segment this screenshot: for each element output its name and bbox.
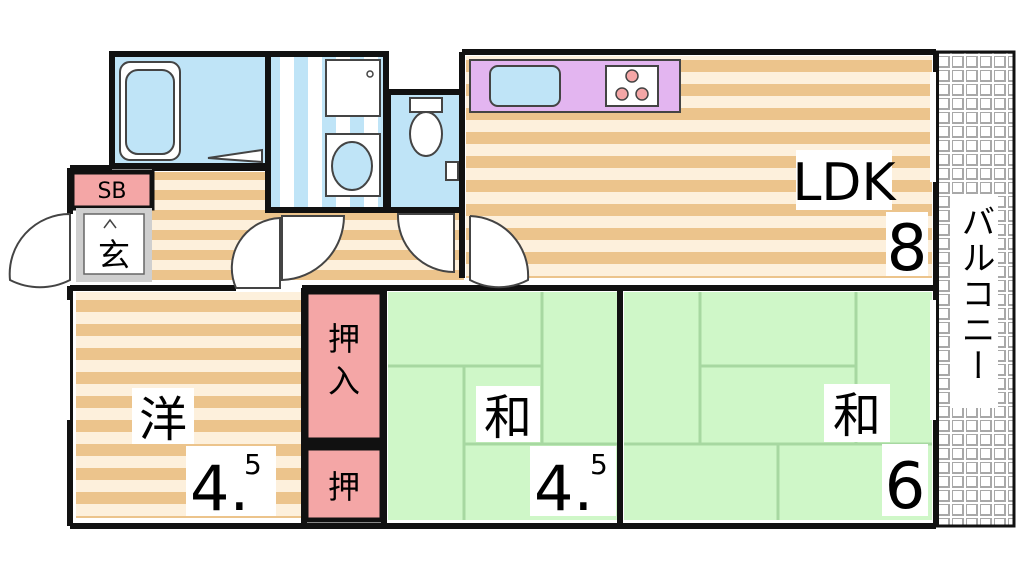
- shoe-box-label: SB: [97, 179, 126, 204]
- japanese-large-size: 6: [885, 450, 926, 524]
- japanese-small-size-decimal: 5: [590, 448, 608, 481]
- walls: [67, 49, 939, 529]
- japanese-small-size: 4.: [534, 452, 593, 525]
- stove-icon: [605, 65, 659, 107]
- room-labels: LDK 8 SB 玄 洋 4. 5 押 入 押 和 4. 5 和 6 バルコニー: [97, 150, 995, 525]
- japanese-large-label: 和: [833, 388, 881, 444]
- closet-large-label-bottom: 入: [328, 362, 360, 400]
- washroom: [265, 51, 389, 213]
- japanese-small-label: 和: [484, 390, 532, 446]
- western-room-label: 洋: [139, 392, 187, 448]
- ldk-label: LDK: [792, 153, 897, 213]
- kitchen-sink-icon: [489, 65, 561, 107]
- washbasin-icon: [325, 59, 381, 197]
- entrance-label: 玄: [98, 236, 130, 274]
- kitchen-counter: [469, 59, 681, 113]
- toilet-room: [385, 89, 465, 213]
- closet-large-label-top: 押: [328, 320, 360, 358]
- closet-small-label: 押: [328, 468, 360, 506]
- balcony: [934, 50, 1016, 528]
- bathroom: [109, 51, 271, 169]
- door-swing-icon: [8, 148, 530, 289]
- toilet-icon: [409, 97, 443, 157]
- balcony-label: バルコニー: [955, 204, 995, 384]
- entrance: [76, 208, 152, 282]
- ldk-size: 8: [887, 212, 928, 286]
- closet-small: [303, 445, 385, 523]
- closet-large: [303, 289, 385, 443]
- western-room-size-decimal: 5: [244, 448, 262, 481]
- western-room-size: 4.: [190, 452, 249, 525]
